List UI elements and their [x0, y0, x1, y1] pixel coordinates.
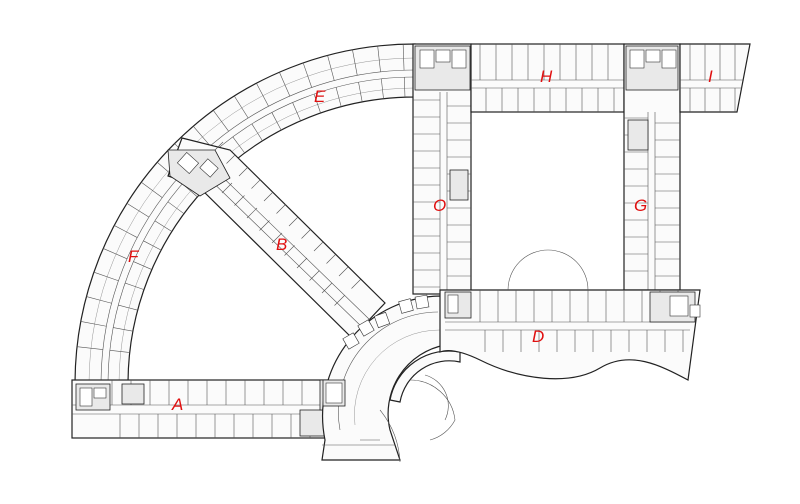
room-partition — [313, 93, 321, 114]
room-partition — [246, 207, 258, 219]
wing-o — [412, 43, 472, 295]
wing-a — [71, 379, 347, 439]
room-partition — [338, 266, 349, 277]
room-partition — [77, 346, 103, 350]
room-partition — [251, 179, 261, 189]
room-partition — [234, 195, 245, 206]
room-partition — [334, 295, 345, 306]
room-partition — [256, 83, 269, 107]
room-partition — [154, 220, 173, 232]
room-partition — [213, 141, 224, 152]
room-partition — [212, 110, 229, 132]
wing-g — [623, 43, 681, 291]
room-partition — [238, 166, 249, 177]
room-partition — [313, 241, 324, 252]
room-partition — [279, 72, 291, 97]
wing-h — [470, 43, 625, 113]
room-partition — [193, 126, 211, 147]
room-partition — [351, 279, 361, 289]
room-partition — [352, 49, 358, 76]
room-partition — [326, 254, 336, 264]
central-hub — [321, 294, 461, 463]
room-partition — [113, 327, 133, 332]
room-partition — [167, 201, 185, 214]
room-partition — [263, 191, 274, 202]
room-partition — [296, 257, 308, 269]
wing-label-g: G — [634, 196, 647, 215]
room-partition — [221, 182, 233, 194]
room-partition — [276, 204, 286, 214]
wing-ef-curved — [74, 43, 416, 385]
wing-label-e: E — [314, 87, 326, 106]
room-partition — [226, 154, 236, 164]
room-partition — [133, 261, 152, 270]
room-partition — [301, 229, 311, 239]
room-partition — [271, 232, 283, 244]
room-partition — [271, 112, 282, 131]
room-partition — [288, 216, 299, 227]
room-partition — [232, 136, 245, 154]
room-partition — [141, 181, 163, 198]
room-partition — [80, 321, 107, 327]
room-partition — [403, 77, 406, 98]
room-partition — [292, 102, 301, 121]
wing-i — [679, 43, 751, 113]
wing-labels: A B D E F G H I O — [128, 67, 713, 414]
room-partition — [377, 46, 381, 72]
room-partition — [381, 78, 384, 99]
wing-b — [167, 137, 386, 339]
room-partition — [86, 296, 112, 304]
wing-label-d: D — [532, 327, 544, 346]
room-partition — [251, 123, 263, 142]
wing-d — [439, 289, 701, 381]
room-partition — [109, 350, 130, 353]
wing-label-o: O — [433, 196, 446, 215]
room-partition — [114, 225, 138, 238]
room-partition — [321, 282, 333, 294]
room-partition — [93, 271, 119, 282]
room-partition — [143, 240, 162, 251]
room-partition — [358, 82, 363, 102]
room-partition — [259, 220, 270, 231]
room-partition — [118, 304, 138, 311]
room-partition — [234, 95, 249, 119]
wing-label-h: H — [540, 67, 553, 86]
room-partition — [284, 245, 295, 256]
courtyard-semicircle — [507, 249, 589, 291]
room-partition — [124, 282, 145, 290]
room-partition — [126, 203, 150, 218]
wing-label-f: F — [128, 247, 140, 266]
room-partition — [309, 270, 320, 281]
room-partition — [103, 248, 128, 260]
wing-label-i: I — [708, 67, 713, 86]
room-partition — [402, 44, 405, 71]
room-partition — [302, 62, 313, 88]
room-partition — [335, 87, 342, 107]
wing-label-b: B — [276, 235, 287, 254]
wing-label-a: A — [171, 395, 183, 414]
room-partition — [327, 55, 335, 81]
